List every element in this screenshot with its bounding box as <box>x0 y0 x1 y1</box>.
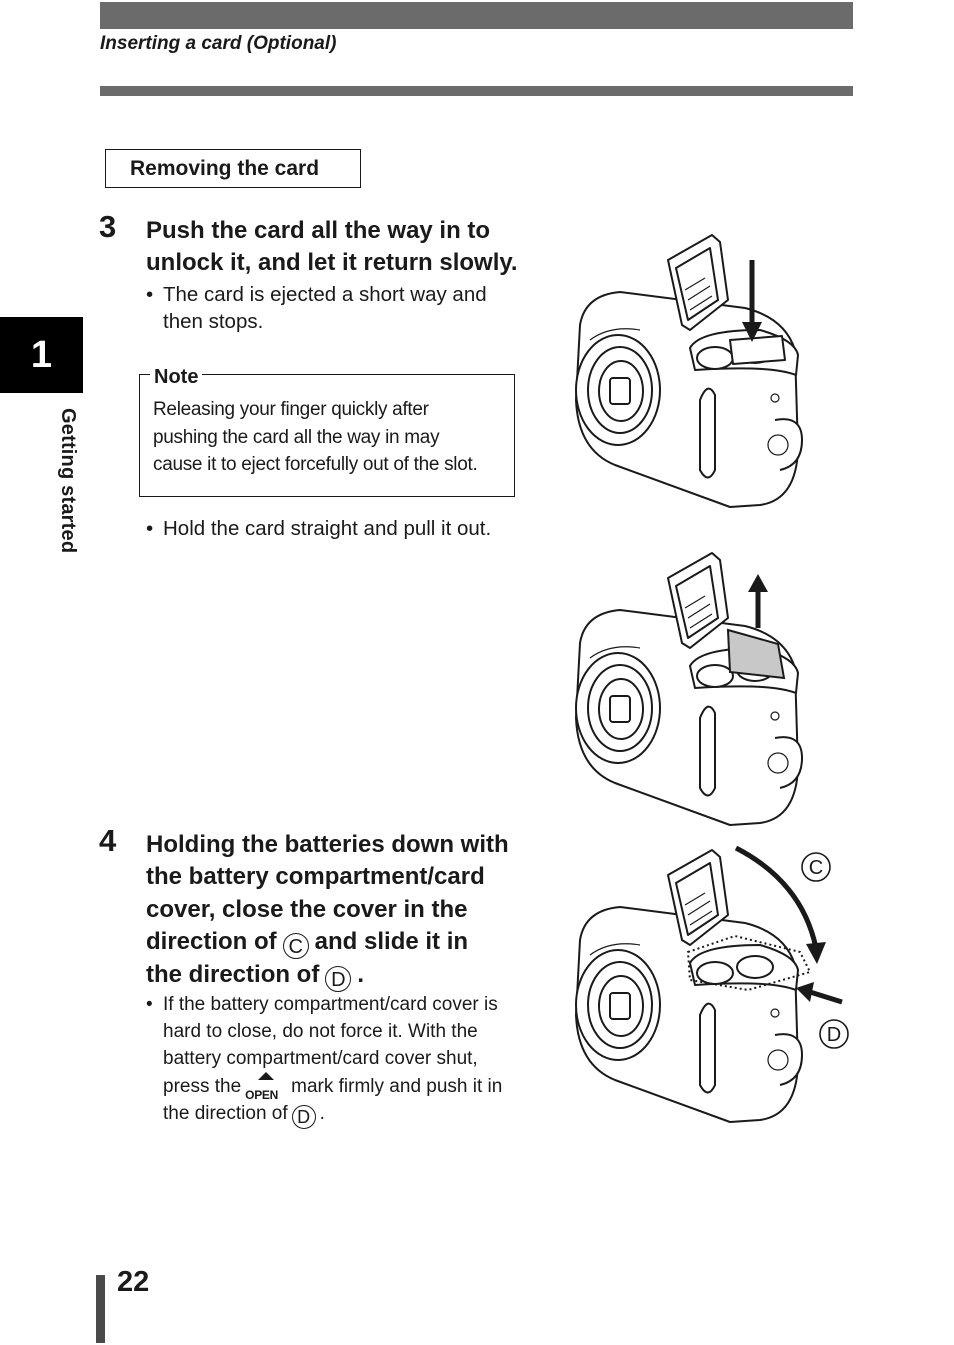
title-text: and slide it in <box>314 927 469 955</box>
circle-d-marker-icon <box>819 1019 849 1049</box>
bullet-symbol: • <box>146 994 153 1015</box>
circle-d-marker-label: D <box>827 1024 841 1046</box>
camera-illustration-close: C D <box>575 845 849 1123</box>
bullet-text: hard to close, do not force it. With the <box>163 1021 478 1042</box>
circle-c-icon: C <box>282 932 309 959</box>
bullet-text: The card is ejected a short way and <box>163 283 487 306</box>
title-text: . <box>357 960 365 988</box>
title-text: the direction of <box>146 960 320 988</box>
note-box <box>139 374 515 497</box>
section-title: Removing the card <box>105 149 361 188</box>
camera-illustration-pull <box>575 552 803 826</box>
bullet-symbol: • <box>146 283 154 306</box>
step-3-title-line: Push the card all the way in to <box>146 217 491 244</box>
step-4-title-line: the battery compartment/card <box>146 863 485 891</box>
note-line: Releasing your finger quickly after <box>153 399 429 420</box>
header-title: Inserting a card (Optional) <box>100 33 337 54</box>
step-4-bullet: • If the battery compartment/card cover … <box>146 991 546 1129</box>
step-4-title-line: Holding the batteries down with <box>146 831 509 858</box>
open-mark-icon: OPEN <box>245 1072 287 1102</box>
note-line: cause it to eject forcefully out of the … <box>153 454 478 475</box>
bullet-text: Hold the card straight and pull it out. <box>163 517 492 540</box>
note-line: pushing the card all the way in may <box>153 426 440 448</box>
bullet-text-part: the direction of <box>163 1103 288 1124</box>
step-3-bullet-1: • The card is ejected a short way and th… <box>146 281 487 335</box>
header-rule <box>100 86 853 96</box>
bullet-text: then stops. <box>163 310 264 333</box>
arrow-d-icon <box>809 989 843 1005</box>
sd-card-shape <box>726 628 786 680</box>
note-title: Note <box>150 366 203 389</box>
step-3-title-line: unlock it, and let it return slowly. <box>146 249 518 277</box>
bullet-text: If the battery compartment/card cover is <box>163 994 498 1015</box>
bullet-symbol: • <box>146 517 154 540</box>
camera-illustration-push <box>575 234 803 508</box>
step-4-number: 4 <box>99 823 117 858</box>
page-number: 22 <box>117 1266 150 1298</box>
bullet-text-part: press the <box>163 1076 242 1097</box>
header-bar <box>100 2 853 29</box>
title-text: direction of <box>146 927 277 955</box>
step-3-bullet-2: • Hold the card straight and pull it out… <box>146 515 491 542</box>
bullet-text-part: mark firmly and push it in <box>291 1076 503 1097</box>
step-3-number: 3 <box>99 209 117 244</box>
page-number-bar <box>96 1275 105 1343</box>
note-body: Releasing your finger quickly after push… <box>153 396 508 479</box>
bullet-text: battery compartment/card cover shut, <box>163 1048 478 1069</box>
circle-d-icon: D <box>325 965 352 992</box>
circle-c-marker-icon <box>801 852 831 882</box>
step-4-title: Holding the batteries down with the batt… <box>146 829 509 992</box>
open-triangle-icon <box>258 1072 275 1080</box>
open-mark-label: OPEN <box>245 1088 278 1102</box>
step-4-title-line: cover, close the cover in the <box>146 895 468 923</box>
chapter-tab: 1 <box>0 317 83 393</box>
arrow-curve-c-icon <box>734 845 819 949</box>
chapter-label: Getting started <box>57 408 79 554</box>
circle-d-icon: D <box>291 1105 316 1129</box>
step-3-title: Push the card all the way in to unlock i… <box>146 215 518 280</box>
bullet-text-part: . <box>319 1103 325 1124</box>
circle-c-marker-label: C <box>809 857 823 879</box>
